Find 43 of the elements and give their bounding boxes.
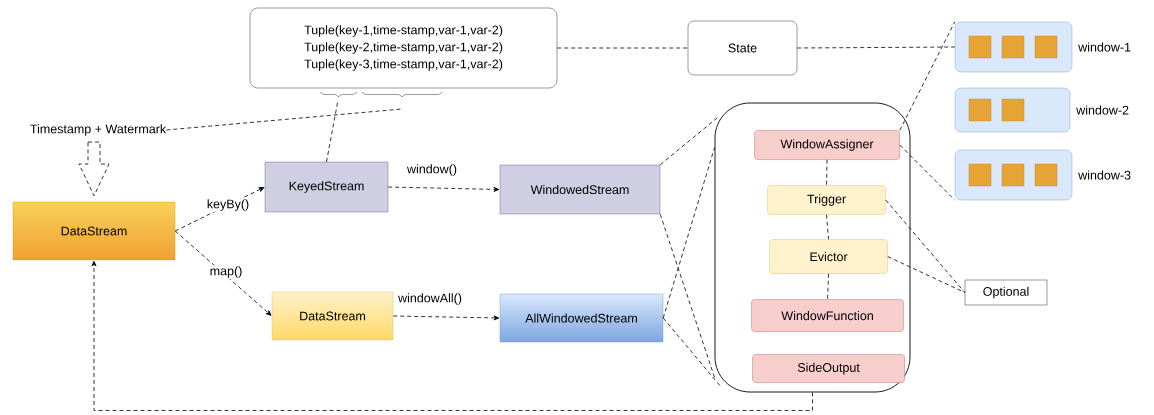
connector-line: [827, 273, 829, 300]
connector-line: [899, 21, 956, 131]
stream-box: DataStream: [271, 291, 394, 341]
window-label: window-1: [1078, 42, 1131, 52]
component-box: WindowAssigner: [754, 130, 900, 160]
arrow: [392, 315, 500, 321]
connector-line: [826, 159, 828, 186]
connector-line: [796, 46, 956, 49]
component-box: Evictor: [769, 239, 888, 274]
arrow: [387, 186, 500, 192]
connector-line: [887, 256, 966, 293]
leader-line: [165, 108, 403, 131]
note-box: Optional: [964, 279, 1048, 306]
component-box: Trigger: [767, 185, 886, 215]
component-box: SideOutput: [752, 354, 905, 383]
stream-box: DataStream: [12, 201, 176, 261]
edge-label: windowAll(): [397, 292, 463, 306]
connector-line: [826, 214, 829, 240]
arrow: [91, 260, 813, 411]
connector-line: [326, 100, 339, 163]
connector-line: [662, 317, 721, 387]
connector-line: [899, 144, 956, 201]
stream-box: AllWindowedStream: [499, 293, 664, 343]
arrow: [174, 187, 265, 232]
stream-box: WindowedStream: [499, 164, 661, 215]
tuple-box: Tuple(key-1,time-stamp,var-1,var-2) Tuple(key-2,time-stamp,var-1,var-2) Tuple(key-3,time-stamp,var-1,var-2): [249, 7, 558, 89]
stream-box: KeyedStream: [264, 161, 389, 213]
hollow-arrow: [78, 141, 110, 197]
annotation-text: Timestamp + Watermark: [30, 124, 167, 136]
state-box: State: [687, 20, 798, 76]
window-label: window-3: [1078, 170, 1131, 180]
edge-label: window(): [406, 163, 458, 177]
component-box: WindowFunction: [751, 299, 904, 332]
connector-line: [662, 147, 715, 319]
edge-label: keyBy(): [205, 198, 251, 212]
connector-line: [885, 199, 966, 293]
arrow: [174, 230, 272, 316]
window-label: window-2: [1076, 105, 1129, 115]
edge-label: map(): [208, 265, 244, 279]
connector-line: [659, 117, 718, 166]
connector-line: [659, 213, 715, 378]
window-operator-container: [714, 102, 911, 393]
connector-line: [556, 47, 689, 49]
